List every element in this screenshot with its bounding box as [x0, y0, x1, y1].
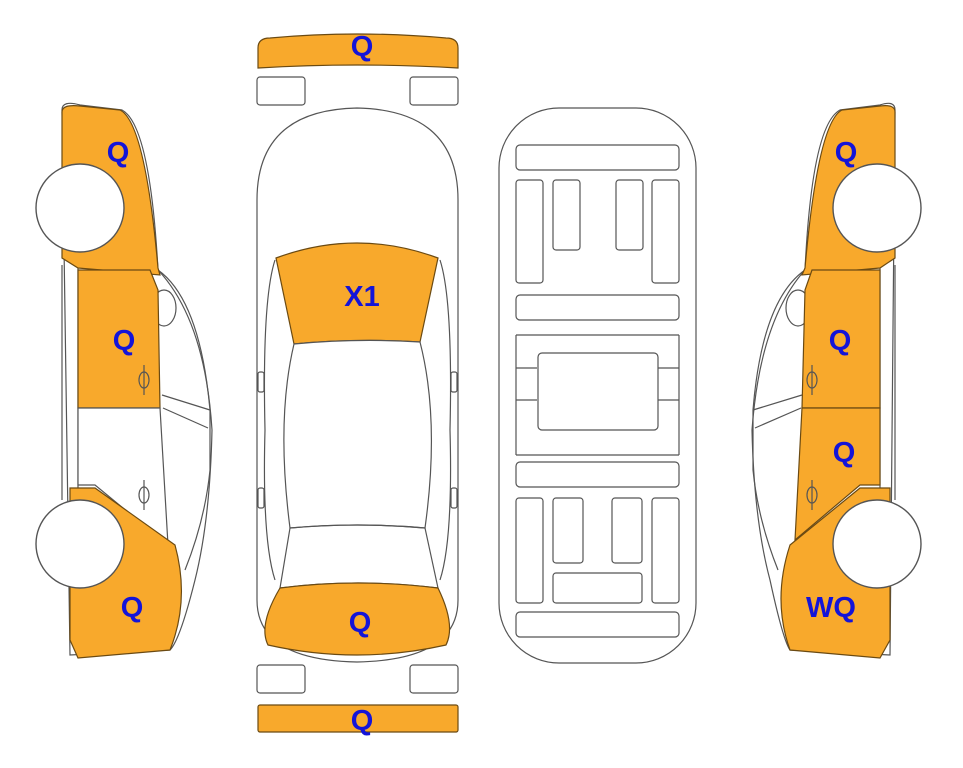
cross-member-front: [515, 294, 680, 321]
rear-left-outer-seat: [515, 497, 544, 604]
right-front-fender-code: Q: [835, 137, 858, 169]
top-left-mirror: [257, 371, 265, 393]
front-bumper-panel[interactable]: [257, 33, 459, 69]
top-right-side-line: [439, 259, 452, 581]
right-side-view: Q Q Q WQ: [751, 102, 922, 659]
left-rear-wheel: [35, 499, 125, 589]
dash-panel: [515, 144, 680, 171]
top-right-rear-handle: [450, 487, 458, 509]
left-front-wheel: [35, 163, 125, 253]
left-front-door-code: Q: [113, 325, 136, 357]
rear-left-inner-seat: [552, 497, 584, 564]
rear-right-taillight: [409, 664, 459, 694]
left-front-fender-code: Q: [107, 137, 130, 169]
rear-bumper-code: Q: [351, 705, 374, 737]
left-front-door-panel[interactable]: [77, 269, 161, 409]
rear-bench: [552, 572, 643, 604]
cross-member-rear: [515, 461, 680, 488]
trunk-panel[interactable]: [264, 582, 451, 656]
right-rear-wheel: [832, 499, 922, 589]
right-door-handle-front: [806, 365, 818, 395]
hood-code: X1: [344, 281, 379, 313]
left-body-outline: [61, 102, 213, 656]
rear-window-line: [279, 524, 439, 589]
front-left-outer-seat: [515, 179, 544, 284]
right-rear-door-code: Q: [833, 437, 856, 469]
rear-bumper-panel[interactable]: [257, 704, 459, 733]
left-door-handle-rear: [138, 480, 150, 510]
rear-right-outer-seat: [651, 497, 680, 604]
right-front-wheel: [832, 163, 922, 253]
right-rear-door-panel[interactable]: [794, 407, 881, 542]
top-right-mirror: [450, 371, 458, 393]
right-front-door-panel[interactable]: [801, 269, 881, 409]
roof-panel[interactable]: [283, 339, 433, 529]
front-left-headlight: [256, 76, 306, 106]
front-bumper-code: Q: [351, 31, 374, 63]
rear-left-taillight: [256, 664, 306, 694]
rear-right-inner-seat: [611, 497, 643, 564]
top-body-outline: [256, 107, 459, 663]
front-right-outer-seat: [651, 179, 680, 284]
right-front-door-code: Q: [829, 325, 852, 357]
underbody-view: [498, 107, 697, 664]
front-right-headlight: [409, 76, 459, 106]
left-side-view: Q Q Q: [35, 102, 213, 659]
rear-panel: [515, 611, 680, 638]
center-console: [537, 352, 659, 431]
right-body-outline: [751, 102, 896, 656]
trunk-code: Q: [349, 607, 372, 639]
left-rear-quarter-code: Q: [121, 592, 144, 624]
right-window-line: [752, 394, 803, 429]
front-left-inner-seat: [552, 179, 581, 251]
middle-frame: [515, 334, 680, 456]
top-left-rear-handle: [257, 487, 265, 509]
top-left-side-line: [263, 259, 276, 581]
right-door-handle-rear: [806, 480, 818, 510]
left-door-handle-front: [138, 365, 150, 395]
top-view: Q X1 Q Q: [256, 31, 459, 737]
front-right-inner-seat: [615, 179, 644, 251]
left-window-line: [161, 394, 211, 429]
right-rear-quarter-code: WQ: [806, 592, 856, 624]
